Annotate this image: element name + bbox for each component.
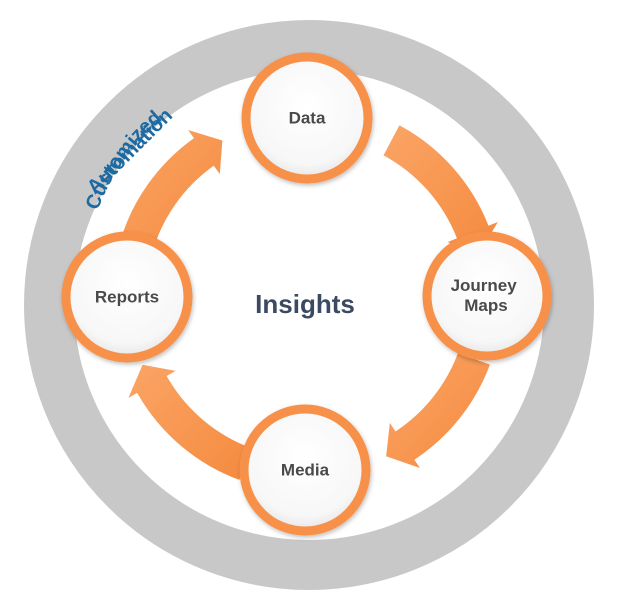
node-journey-maps-line2: Maps: [464, 296, 507, 315]
node-media-circle: [239, 404, 371, 536]
node-journey-maps: [422, 231, 552, 361]
node-journey-maps-circle: [422, 231, 552, 361]
arrow-media-to-reports: [124, 362, 254, 483]
node-media: [239, 404, 371, 536]
node-reports: [61, 231, 193, 363]
node-media-label: Media: [281, 460, 330, 479]
node-journey-maps-label: Journey Maps: [451, 276, 522, 315]
outer-ring: [24, 20, 594, 590]
node-data: [241, 52, 373, 184]
node-data-label: Data: [289, 108, 326, 127]
node-reports-label: Reports: [95, 287, 159, 306]
node-journey-maps-line1: Journey: [451, 276, 518, 295]
cycle-arrows: [117, 122, 503, 483]
arrow-reports-to-data: [117, 126, 225, 255]
node-reports-circle: [61, 231, 193, 363]
arrow-journey-to-media: [383, 350, 493, 472]
center-label: Insights: [255, 289, 355, 319]
node-data-circle: [241, 52, 373, 184]
